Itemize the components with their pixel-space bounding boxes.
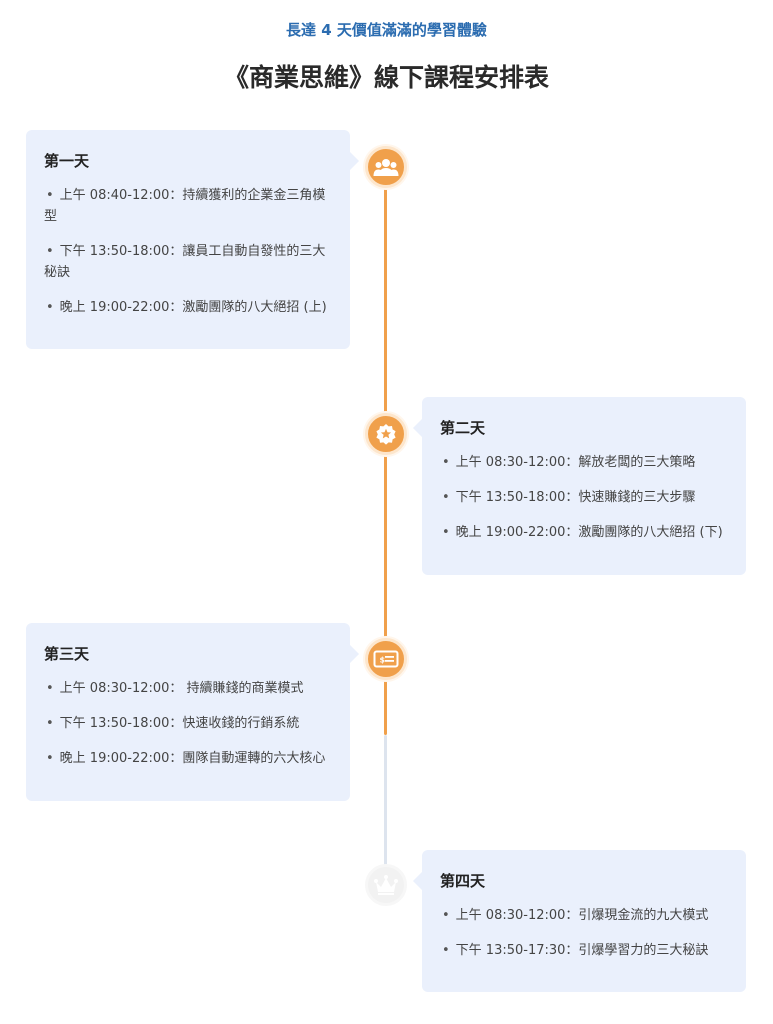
- subtitle: 長達 4 天價值滿滿的學習體驗: [286, 21, 487, 39]
- schedule-list: •上午 08:30-12:00：引爆現金流的九大模式 •下午 13:50-17:…: [440, 905, 728, 961]
- bullet-icon: •: [46, 681, 54, 696]
- schedule-item: •晚上 19:00-22:00：團隊自動運轉的六大核心: [46, 751, 326, 766]
- schedule-item: •上午 08:40-12:00：持續獲利的企業金三角模型: [44, 188, 326, 224]
- bullet-icon: •: [46, 751, 54, 766]
- day-card-1: 第一天 •上午 08:40-12:00：持續獲利的企業金三角模型 •下午 13:…: [26, 130, 359, 349]
- bullet-icon: •: [442, 455, 450, 470]
- timeline-node-day1: [365, 146, 407, 188]
- day-title: 第一天: [44, 152, 90, 170]
- timeline-node-day4: [365, 864, 407, 906]
- bullet-icon: •: [46, 300, 54, 315]
- timeline-line-upcoming: [384, 735, 387, 885]
- schedule-item: •晚上 19:00-22:00：激勵團隊的八大絕招 (上): [46, 300, 327, 315]
- day-card-2: 第二天 •上午 08:30-12:00：解放老闆的三大策略 •下午 13:50-…: [413, 397, 746, 575]
- schedule-item: •上午 08:30-12:00： 持續賺錢的商業模式: [46, 681, 304, 696]
- timeline-node-day2: [365, 413, 407, 455]
- star-badge-icon: [374, 422, 398, 446]
- bullet-icon: •: [46, 188, 54, 203]
- day-title: 第二天: [440, 419, 486, 437]
- payment-card-icon: $: [373, 649, 399, 669]
- schedule-list: •上午 08:30-12:00： 持續賺錢的商業模式 •下午 13:50-18:…: [44, 678, 332, 769]
- schedule-list: •上午 08:30-12:00：解放老闆的三大策略 •下午 13:50-18:0…: [440, 452, 728, 543]
- bullet-icon: •: [442, 943, 450, 958]
- crown-icon: [373, 874, 399, 896]
- schedule-list: •上午 08:40-12:00：持續獲利的企業金三角模型 •下午 13:50-1…: [44, 185, 332, 318]
- schedule-item: •晚上 19:00-22:00：激勵團隊的八大絕招 (下): [442, 525, 723, 540]
- group-icon: [373, 157, 399, 177]
- schedule-item: •上午 08:30-12:00：解放老闆的三大策略: [442, 455, 696, 470]
- bullet-icon: •: [442, 525, 450, 540]
- day-card-4: 第四天 •上午 08:30-12:00：引爆現金流的九大模式 •下午 13:50…: [413, 850, 746, 992]
- bullet-icon: •: [442, 490, 450, 505]
- schedule-item: •下午 13:50-17:30：引爆學習力的三大秘訣: [442, 943, 709, 958]
- page-title: 《商業思維》線下課程安排表: [223, 63, 549, 92]
- day-card-3: 第三天 •上午 08:30-12:00： 持續賺錢的商業模式 •下午 13:50…: [26, 623, 359, 801]
- bullet-icon: •: [442, 908, 450, 923]
- svg-text:$: $: [380, 656, 386, 665]
- timeline-node-day3: $: [365, 638, 407, 680]
- bullet-icon: •: [46, 244, 54, 259]
- schedule-item: •下午 13:50-18:00：讓員工自動自發性的三大秘訣: [44, 244, 326, 280]
- schedule-item: •下午 13:50-18:00：快速收錢的行銷系統: [46, 716, 300, 731]
- schedule-item: •下午 13:50-18:00：快速賺錢的三大步驟: [442, 490, 696, 505]
- day-title: 第四天: [440, 872, 486, 890]
- bullet-icon: •: [46, 716, 54, 731]
- schedule-item: •上午 08:30-12:00：引爆現金流的九大模式: [442, 908, 709, 923]
- day-title: 第三天: [44, 645, 90, 663]
